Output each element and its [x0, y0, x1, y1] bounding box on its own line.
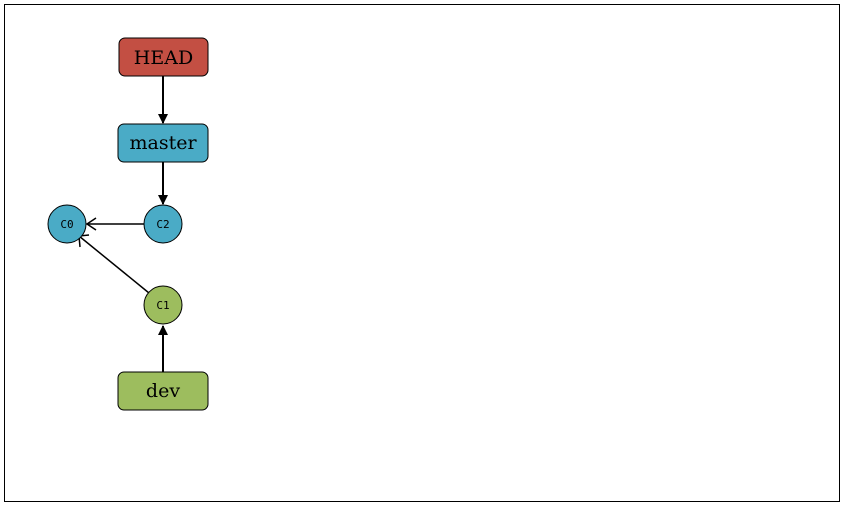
head-ref: HEAD — [118, 37, 209, 77]
head-ref-label: HEAD — [134, 47, 193, 69]
commit-c2-label: C2 — [156, 218, 169, 231]
head-ref-box — [118, 37, 209, 77]
master-branch-box — [117, 123, 209, 163]
master-branch-ref: master — [117, 123, 209, 163]
commit-c1-node — [143, 285, 183, 325]
dev-branch-box — [117, 371, 209, 411]
commit-c1-label: C1 — [156, 299, 169, 312]
commit-c1: C1 — [143, 285, 183, 325]
commit-c2-node — [143, 204, 183, 244]
dev-branch-ref: dev — [117, 371, 209, 411]
master-branch-label: master — [129, 132, 197, 154]
commit-c0-node — [47, 204, 87, 244]
commit-c0-label: C0 — [60, 218, 73, 231]
diagram-canvas — [4, 4, 840, 502]
commit-c2: C2 — [143, 204, 183, 244]
edge-c1-to-c0 — [78, 234, 150, 294]
dev-branch-label: dev — [146, 380, 180, 402]
edge-c2-to-c0 — [85, 217, 144, 231]
commit-c0: C0 — [47, 204, 87, 244]
